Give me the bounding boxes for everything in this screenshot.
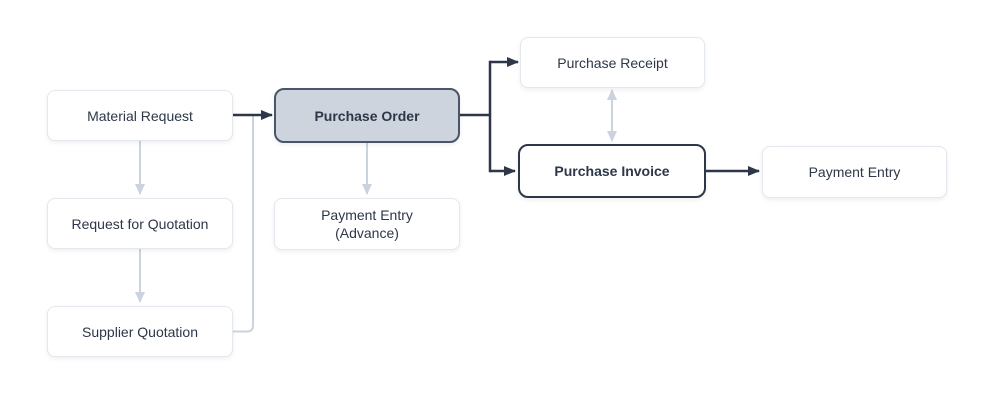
node-purchase-order[interactable]: Purchase Order: [274, 88, 460, 143]
node-payment-entry-label: Payment Entry: [808, 164, 901, 180]
node-payment-entry-advance[interactable]: Payment Entry (Advance): [274, 198, 460, 250]
node-supplier-quotation[interactable]: Supplier Quotation: [47, 306, 233, 357]
node-payment-entry-advance-label: Payment Entry: [321, 207, 413, 223]
node-purchase-receipt-label: Purchase Receipt: [557, 54, 668, 71]
node-supplier-quotation-label: Supplier Quotation: [82, 323, 198, 340]
node-request-for-quotation-label: Request for Quotation: [71, 215, 209, 232]
node-purchase-invoice[interactable]: Purchase Invoice: [518, 144, 706, 198]
node-payment-entry[interactable]: Payment Entry: [762, 146, 947, 198]
node-payment-entry-advance-sublabel: (Advance): [335, 225, 399, 241]
node-request-for-quotation[interactable]: Request for Quotation: [47, 198, 233, 249]
node-purchase-receipt[interactable]: Purchase Receipt: [520, 37, 705, 88]
node-purchase-order-label: Purchase Order: [314, 107, 420, 124]
node-purchase-invoice-label: Purchase Invoice: [554, 163, 670, 179]
edge-supplier-quotation-feedback-link: [233, 116, 254, 333]
node-material-request[interactable]: Material Request: [47, 90, 233, 141]
node-material-request-label: Material Request: [87, 107, 193, 124]
